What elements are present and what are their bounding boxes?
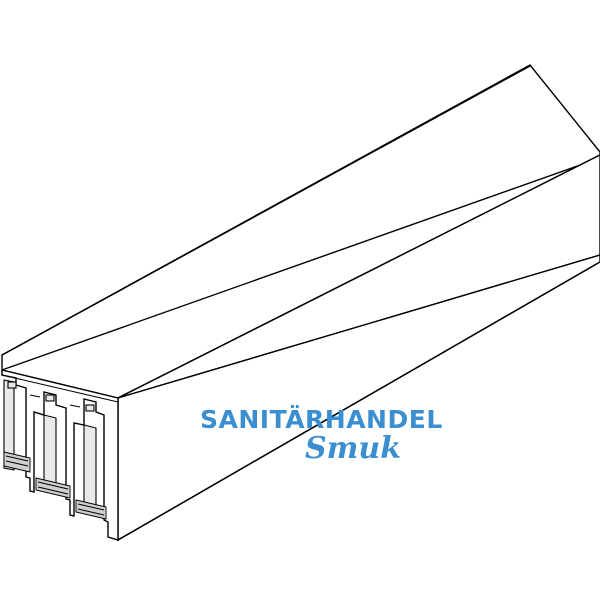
chamber-left — [3, 379, 15, 471]
chamber-right — [83, 424, 97, 516]
runner-left — [3, 451, 31, 473]
rail-center-ridge — [1, 157, 600, 371]
runner-right — [75, 499, 107, 520]
rail-top-back-edge — [1, 65, 531, 356]
watermark-brand-text: SANITÄRHANDEL — [200, 404, 443, 434]
rail-bottom-edge — [117, 261, 600, 541]
watermark-name-text: Smuk — [305, 431, 401, 466]
runner-middle — [35, 477, 71, 499]
profile-notches — [1, 374, 119, 412]
profile-section — [1, 369, 119, 541]
watermark: SANITÄRHANDEL Smuk — [200, 404, 443, 466]
